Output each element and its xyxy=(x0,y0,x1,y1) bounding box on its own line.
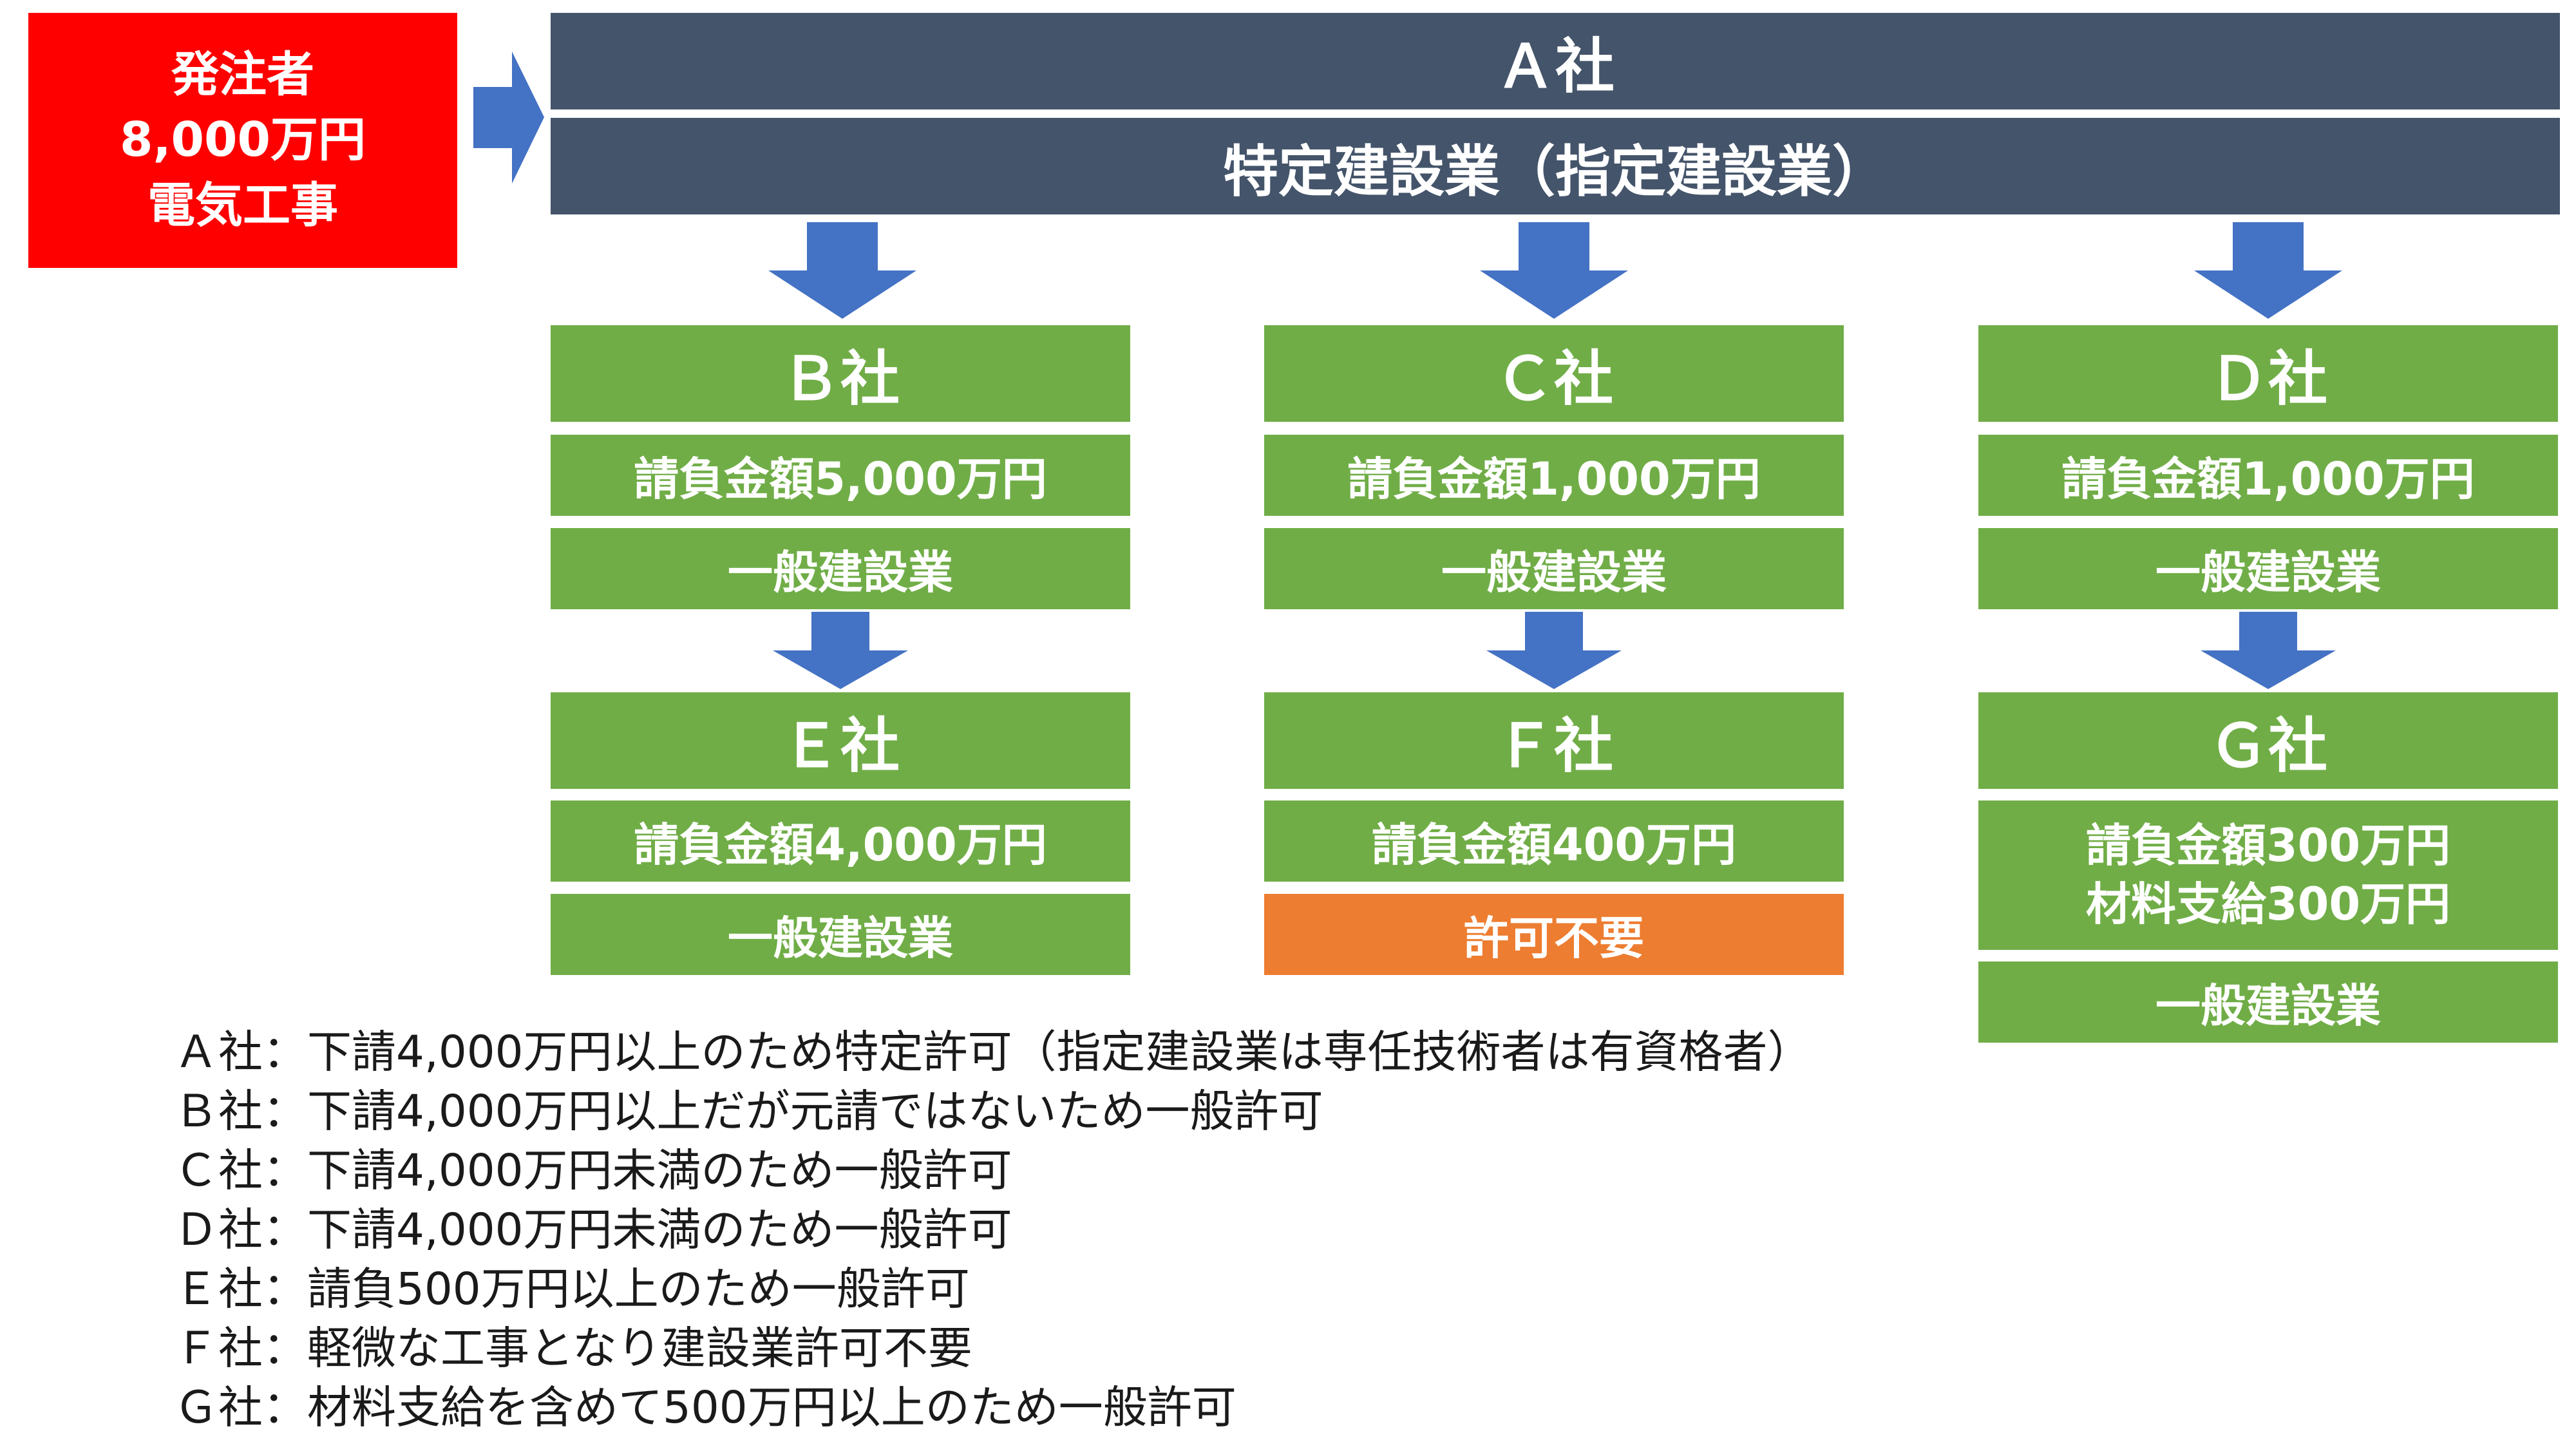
prime-contractor-type: 特定建設業（指定建設業） xyxy=(551,118,2560,214)
note-g: Ｇ社：材料支給を含めて500万円以上のため一般許可 xyxy=(174,1382,1236,1434)
company-e-license: 一般建設業 xyxy=(551,894,1130,975)
company-f-license-exempt: 許可不要 xyxy=(1264,894,1844,975)
note-b: Ｂ社：下請4,000万円以上だが元請ではないため一般許可 xyxy=(174,1086,1323,1137)
company-g-license: 一般建設業 xyxy=(1978,961,2558,1043)
company-g-material-amount: 材料支給300万円 xyxy=(2085,878,2451,931)
note-d: Ｄ社：下請4,000万円未満のため一般許可 xyxy=(174,1204,1012,1256)
company-c-amount: 請負金額1,000万円 xyxy=(1264,435,1844,516)
note-a: Ａ社：下請4,000万円以上のため特定許可（指定建設業は専任技術者は有資格者） xyxy=(174,1027,1812,1078)
company-e-name: Ｅ社 xyxy=(551,692,1130,789)
arrow-down-icon xyxy=(1480,222,1628,319)
company-d-amount: 請負金額1,000万円 xyxy=(1978,435,2558,516)
company-b-license: 一般建設業 xyxy=(551,528,1130,609)
company-d-license: 一般建設業 xyxy=(1978,528,2558,609)
client-work-type: 電気工事 xyxy=(147,177,338,233)
arrow-down-icon xyxy=(2194,222,2342,319)
arrow-right-icon xyxy=(473,52,544,184)
client-label: 発注者 xyxy=(171,46,314,102)
company-e-amount: 請負金額4,000万円 xyxy=(551,800,1130,882)
company-b-amount: 請負金額5,000万円 xyxy=(551,435,1130,516)
company-g-amount: 請負金額300万円 材料支給300万円 xyxy=(1978,800,2558,950)
arrow-down-icon xyxy=(1486,612,1622,689)
note-e: Ｅ社：請負500万円以上のため一般許可 xyxy=(174,1264,970,1315)
note-c: Ｃ社：下請4,000万円未満のため一般許可 xyxy=(174,1145,1012,1197)
company-f-name: Ｆ社 xyxy=(1264,692,1844,789)
note-f: Ｆ社：軽微な工事となり建設業許可不要 xyxy=(174,1323,972,1374)
company-c-name: Ｃ社 xyxy=(1264,325,1844,422)
company-b-name: Ｂ社 xyxy=(551,325,1130,422)
company-g-name: Ｇ社 xyxy=(1978,692,2558,789)
client-amount: 8,000万円 xyxy=(119,112,366,168)
prime-contractor-name: Ａ社 xyxy=(551,13,2560,109)
company-f-amount: 請負金額400万円 xyxy=(1264,800,1844,882)
company-g-contract-amount: 請負金額300万円 xyxy=(2085,819,2451,872)
company-c-license: 一般建設業 xyxy=(1264,528,1844,609)
arrow-down-icon xyxy=(773,612,908,689)
arrow-down-icon xyxy=(768,222,916,319)
company-d-name: Ｄ社 xyxy=(1978,325,2558,422)
explanation-notes: Ａ社：下請4,000万円以上のため特定許可（指定建設業は専任技術者は有資格者） … xyxy=(174,1023,1812,1437)
arrow-down-icon xyxy=(2201,612,2336,689)
client-box: 発注者 8,000万円 電気工事 xyxy=(28,13,457,268)
